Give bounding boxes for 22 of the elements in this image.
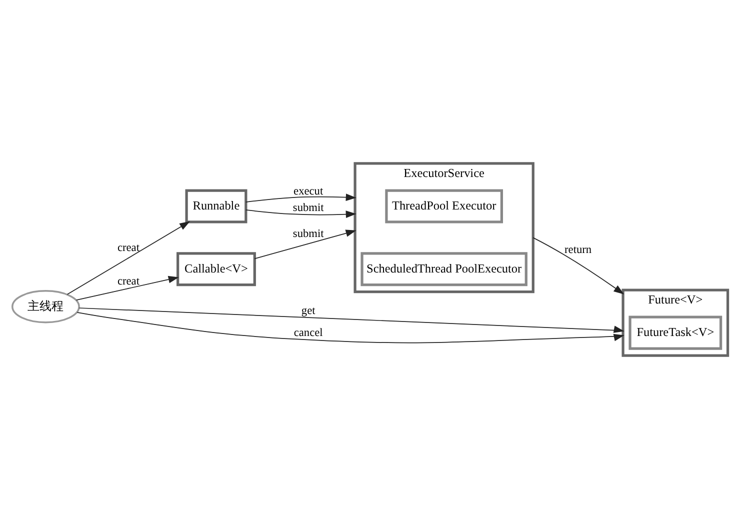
node-box: Callable<V>	[176, 252, 256, 286]
node-box: ThreadPool Executor	[385, 188, 503, 223]
node-box: ScheduledThread PoolExecutor	[360, 252, 528, 286]
node-ellipse: 主线程	[12, 290, 80, 323]
node-box: Runnable	[185, 188, 248, 223]
arrow	[245, 193, 356, 202]
edge-label: creat	[117, 274, 140, 287]
arrow	[254, 229, 356, 259]
arrow	[532, 236, 624, 294]
arrow	[246, 209, 356, 218]
edge-label: execut	[294, 184, 324, 197]
arrow	[78, 307, 624, 332]
edge-label: get	[301, 304, 316, 316]
arrow	[76, 275, 179, 300]
node-box: FutureTask<V>	[628, 315, 722, 350]
edge-label: creat	[117, 242, 140, 254]
edge-label: submit	[292, 201, 324, 214]
edge-label: cancel	[294, 326, 323, 338]
edge-label: submit	[292, 228, 324, 240]
edge-label: return	[564, 243, 592, 256]
arrow	[66, 220, 190, 294]
arrow	[76, 311, 624, 343]
